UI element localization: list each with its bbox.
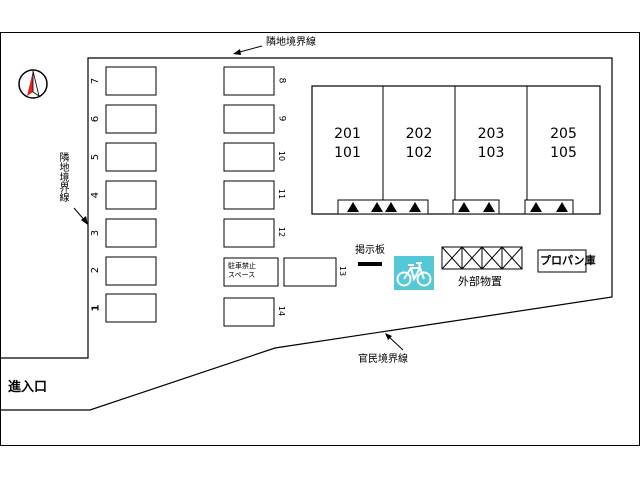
- unit-upper-number: 202: [405, 126, 433, 142]
- entrance-marker-icon: [385, 202, 397, 212]
- entrance-marker-icon: [556, 202, 568, 212]
- no-parking-label: 駐車禁止 スペース: [228, 262, 256, 279]
- outdoor-storage-label: 外部物置: [458, 275, 502, 288]
- public-boundary-label: 官民境界線: [358, 354, 408, 365]
- outdoor-storage: [441, 246, 523, 270]
- parking-number: 2: [90, 266, 102, 274]
- parking-number: 11: [277, 188, 287, 200]
- north-boundary-arrow: [233, 45, 263, 55]
- entrance-marker-icon: [347, 202, 359, 212]
- parking-stall-7: [105, 66, 157, 96]
- site-boundary: [0, 57, 613, 411]
- north-neighbor-boundary-label: 隣地境界線: [266, 37, 316, 48]
- parking-stall-1: [105, 293, 157, 323]
- entrance-label: 進入口: [8, 380, 48, 395]
- parking-stall-12: [223, 218, 275, 248]
- parking-number: 9: [276, 115, 287, 122]
- public-boundary-arrow: [385, 333, 404, 351]
- parking-number: 14: [277, 305, 287, 317]
- bulletin-board-marker: [358, 262, 382, 266]
- parking-stall-8: [223, 66, 275, 96]
- entrance-marker-icon: [409, 202, 421, 212]
- parking-stall-10: [223, 142, 275, 172]
- parking-number: 12: [277, 226, 287, 238]
- parking-number: 7: [90, 77, 102, 85]
- unit-lower-number: 102: [405, 145, 433, 161]
- parking-number: 10: [277, 150, 287, 162]
- bulletin-board-label: 掲示板: [355, 245, 385, 256]
- entrance-marker-icon: [371, 202, 383, 212]
- unit-upper-number: 205: [550, 126, 577, 142]
- entrance-marker-icon: [458, 202, 470, 212]
- parking-stall-4: [105, 180, 157, 210]
- propane-storage: [537, 249, 587, 273]
- apartment-building: [311, 85, 601, 215]
- parking-number: 13: [338, 265, 348, 277]
- west-boundary-arrow: [73, 207, 88, 225]
- parking-right-column: [223, 66, 337, 327]
- parking-number: 8: [276, 77, 287, 84]
- entrance-marker-icon: [483, 202, 495, 212]
- west-neighbor-boundary-label: 隣地境界線: [57, 152, 68, 202]
- no-parking-space: [223, 257, 279, 287]
- parking-number: 5: [90, 153, 102, 161]
- parking-stall-6: [105, 104, 157, 134]
- unit-upper-number: 203: [477, 126, 505, 142]
- parking-stall-2: [105, 256, 157, 286]
- parking-stall-9: [223, 104, 275, 134]
- parking-stall-11: [223, 180, 275, 210]
- unit-lower-number: 105: [550, 145, 577, 161]
- unit-lower-number: 101: [334, 145, 361, 161]
- parking-stall-5: [105, 142, 157, 172]
- parking-number: 1: [90, 304, 102, 312]
- parking-number: 3: [90, 229, 102, 237]
- propane-label: プロパン庫: [540, 254, 596, 267]
- parking-number: 6: [90, 115, 102, 123]
- unit-upper-number: 201: [334, 126, 361, 142]
- parking-number: 4: [90, 191, 102, 199]
- unit-lower-number: 103: [477, 145, 505, 161]
- parking-left-column: [105, 66, 157, 323]
- compass-icon: [18, 69, 48, 99]
- entrance-marker-icon: [530, 202, 542, 212]
- parking-stall-3: [105, 218, 157, 248]
- bicycle-parking-icon: [394, 256, 434, 290]
- parking-stall-13: [283, 257, 337, 287]
- building-outline: [311, 85, 601, 215]
- parking-stall-14: [223, 297, 275, 327]
- entrance-recess: [337, 199, 429, 215]
